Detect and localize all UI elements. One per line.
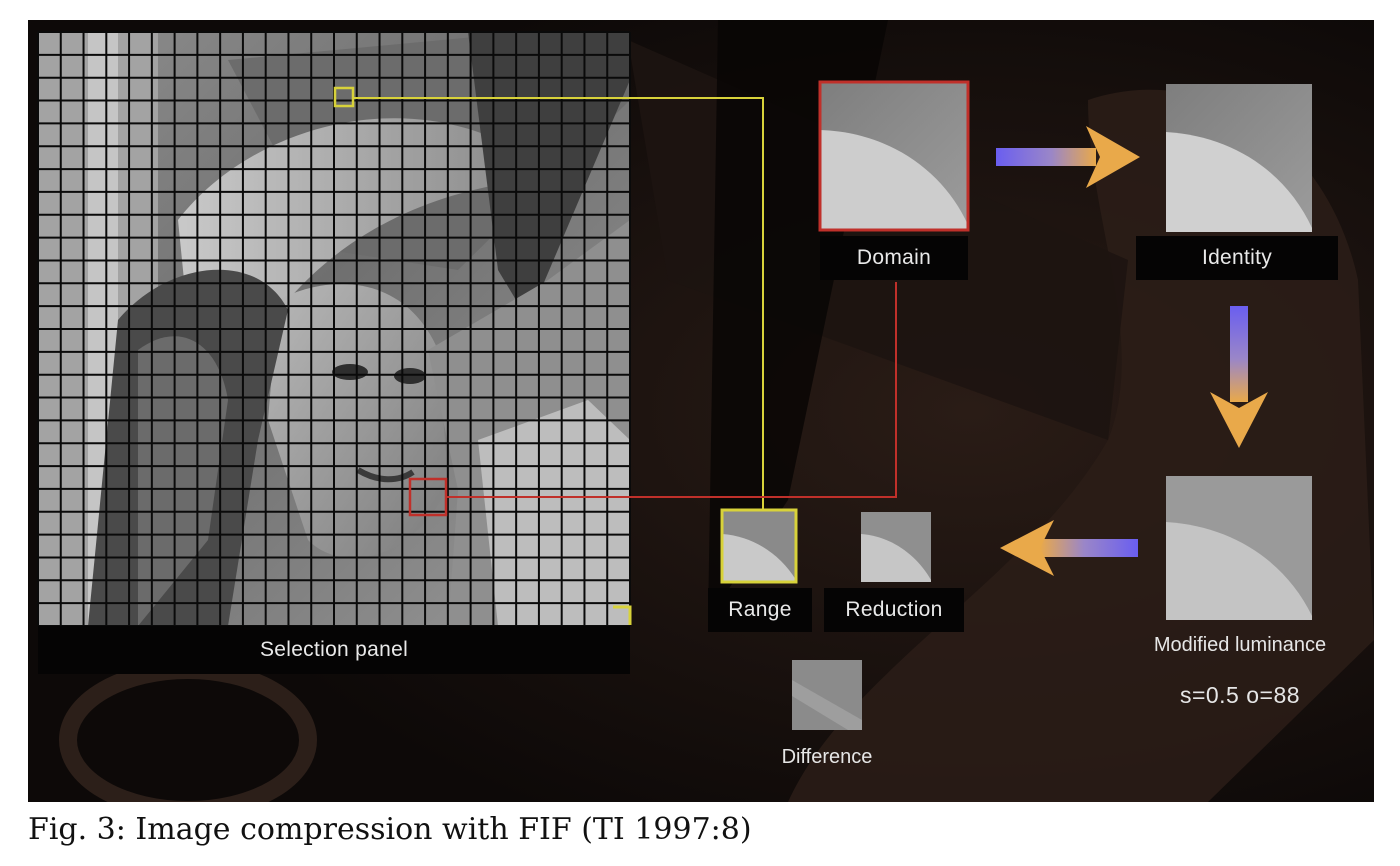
corner-marker <box>613 605 632 625</box>
range-connector-line <box>353 97 764 510</box>
luminance-parameters: s=0.5 o=88 <box>1179 682 1301 708</box>
selection-grid <box>37 31 631 627</box>
reduction-label: Reduction <box>824 588 964 632</box>
domain-connector-line <box>446 282 897 498</box>
identity-label: Identity <box>1136 236 1338 280</box>
fif-diagram-scene: Selection panel Domain Identity Modified… <box>28 20 1374 802</box>
selection-panel-label: Selection panel <box>38 626 630 674</box>
arrow-down-icon <box>1210 306 1268 448</box>
identity-patch <box>1166 84 1312 232</box>
difference-label: Difference <box>781 746 873 768</box>
modified-luminance-label: Modified luminance <box>1153 634 1327 656</box>
reduction-patch <box>861 512 931 582</box>
range-patch <box>720 508 798 584</box>
arrow-left-icon <box>1000 520 1138 576</box>
difference-patch <box>792 660 862 730</box>
domain-label: Domain <box>820 236 968 280</box>
range-label: Range <box>708 588 812 632</box>
figure-caption: Fig. 3: Image compression with FIF (TI 1… <box>28 812 752 847</box>
arrow-right-icon <box>996 126 1140 188</box>
modified-luminance-patch <box>1166 476 1312 620</box>
domain-patch <box>818 80 970 232</box>
diagram-canvas <box>28 20 1374 802</box>
